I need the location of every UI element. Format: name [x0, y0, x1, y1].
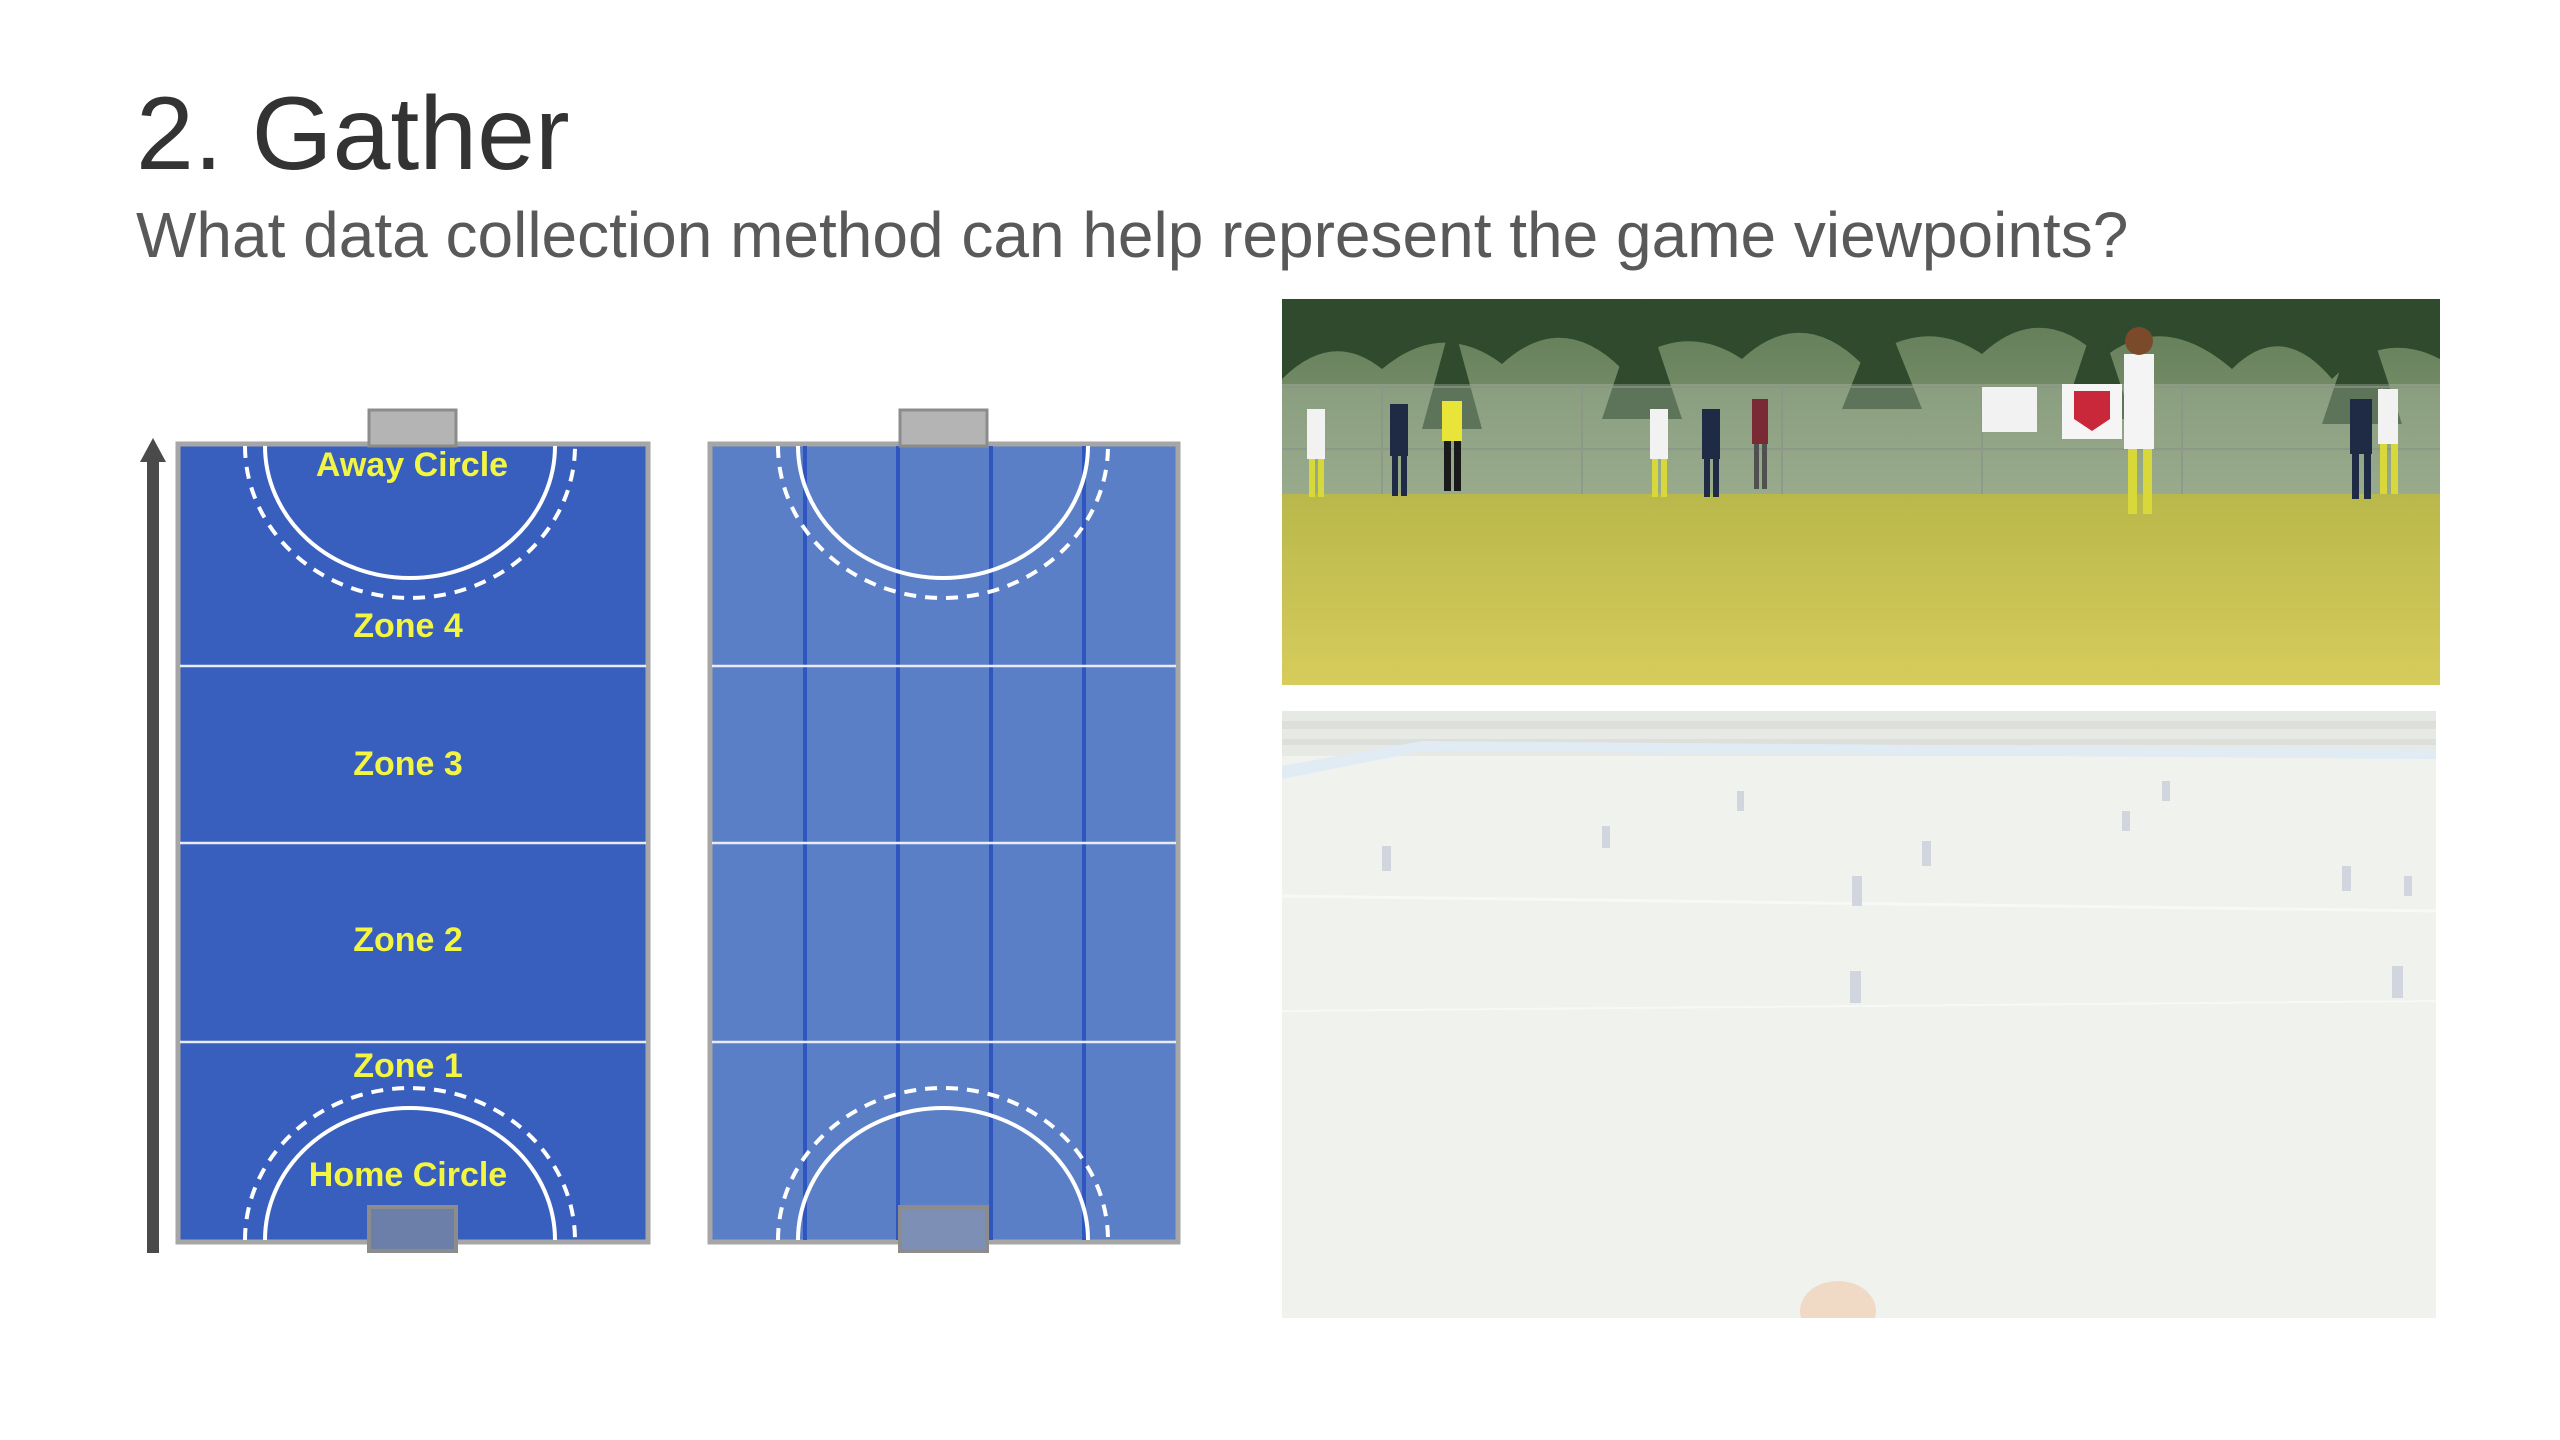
- home-goal: [898, 1205, 989, 1253]
- home-shooting-circle: [263, 1106, 557, 1241]
- home-dashed-circle: [776, 1086, 1110, 1241]
- label-home-circle: Home Circle: [309, 1156, 507, 1194]
- elevated-photo-art: [1282, 711, 2436, 1318]
- slide-subtitle: What data collection method can help rep…: [136, 199, 2129, 271]
- label-zone-2: Zone 2: [353, 921, 463, 959]
- away-shooting-circle: [796, 445, 1090, 580]
- elevated-game-photo: [1282, 711, 2436, 1318]
- zoned-field: Away Circle Zone 4 Zone 3 Zone 2 Zone 1 …: [175, 408, 651, 1253]
- label-zone-4: Zone 4: [353, 607, 463, 645]
- slide-title: 2. Gather: [136, 76, 570, 192]
- label-zone-1: Zone 1: [353, 1047, 463, 1085]
- attack-direction-arrow: [140, 438, 166, 1253]
- away-dashed-circle: [243, 445, 577, 600]
- away-dashed-circle: [776, 445, 1110, 600]
- home-shooting-circle: [796, 1106, 1090, 1241]
- away-goal: [898, 408, 989, 448]
- label-zone-3: Zone 3: [353, 745, 463, 783]
- sideline-game-photo: [1282, 299, 2440, 685]
- lane-field: [707, 408, 1181, 1253]
- away-shooting-circle: [263, 445, 557, 580]
- home-dashed-circle: [243, 1086, 577, 1241]
- home-goal: [367, 1205, 458, 1253]
- label-away-circle: Away Circle: [316, 446, 508, 484]
- sideline-photo-art: [1282, 299, 2440, 685]
- away-goal: [367, 408, 458, 448]
